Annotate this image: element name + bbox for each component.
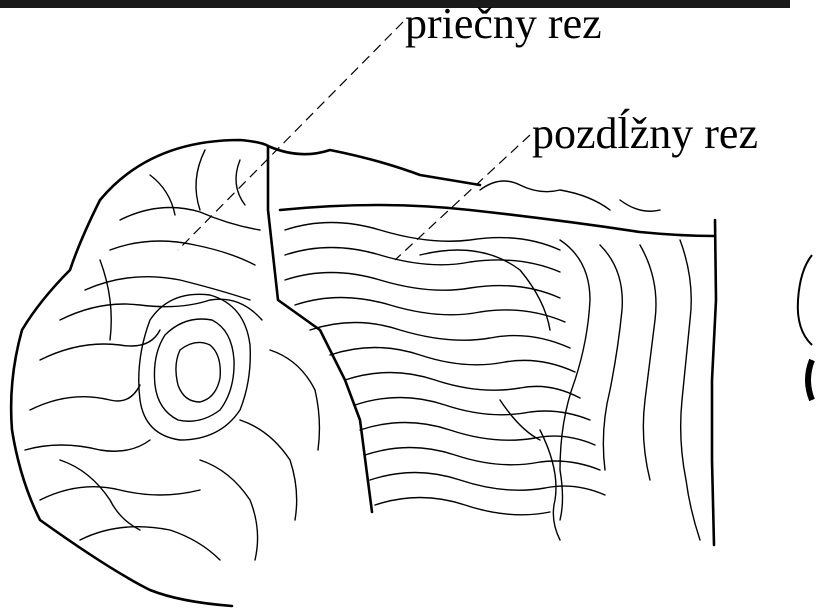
cross-section-contours <box>25 150 319 560</box>
leader-line-transverse <box>178 22 403 250</box>
longitudinal-section-contours <box>285 181 700 540</box>
edge-fragment <box>798 255 812 400</box>
